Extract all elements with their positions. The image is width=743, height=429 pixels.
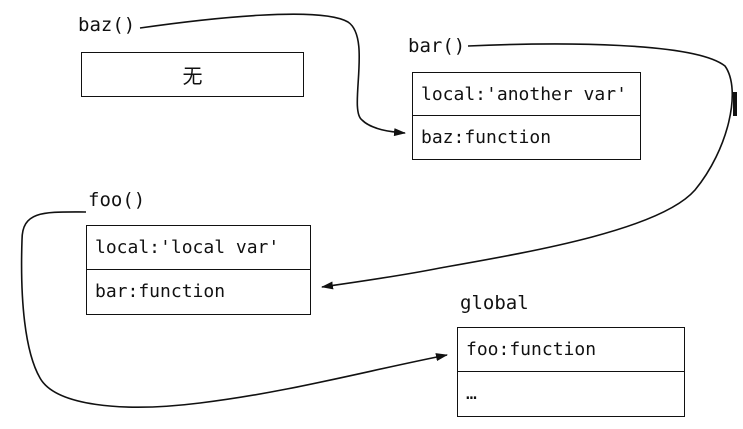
global-scope-entry-more: …: [458, 371, 684, 415]
baz-scope-box: 无: [81, 52, 304, 97]
global-scope-box: foo:function …: [457, 327, 685, 417]
bar-scope-entry-baz: baz:function: [413, 115, 640, 158]
bar-scope-box: local:'another var' baz:function: [412, 72, 641, 160]
baz-scope-entry: 无: [182, 64, 203, 88]
foo-scope-label: foo(): [88, 189, 146, 211]
bar-scope-label: bar(): [408, 35, 466, 57]
arrow-baz-to-bar: [139, 13, 406, 137]
global-scope-entry-foo: foo:function: [466, 339, 597, 360]
foo-scope-entry-bar: bar:function: [87, 269, 310, 313]
foo-scope-box: local:'local var' bar:function: [86, 225, 311, 315]
bar-scope-right-tick: [733, 92, 737, 116]
arrow-foo-to-global: [20, 211, 448, 408]
arrow-bar-to-foo: [321, 43, 733, 290]
baz-scope-label: baz(): [78, 14, 136, 36]
bar-scope-entry-local: local:'another var': [421, 83, 627, 105]
foo-scope-entry-local: local:'local var': [95, 237, 280, 258]
global-scope-label: global: [460, 292, 529, 314]
